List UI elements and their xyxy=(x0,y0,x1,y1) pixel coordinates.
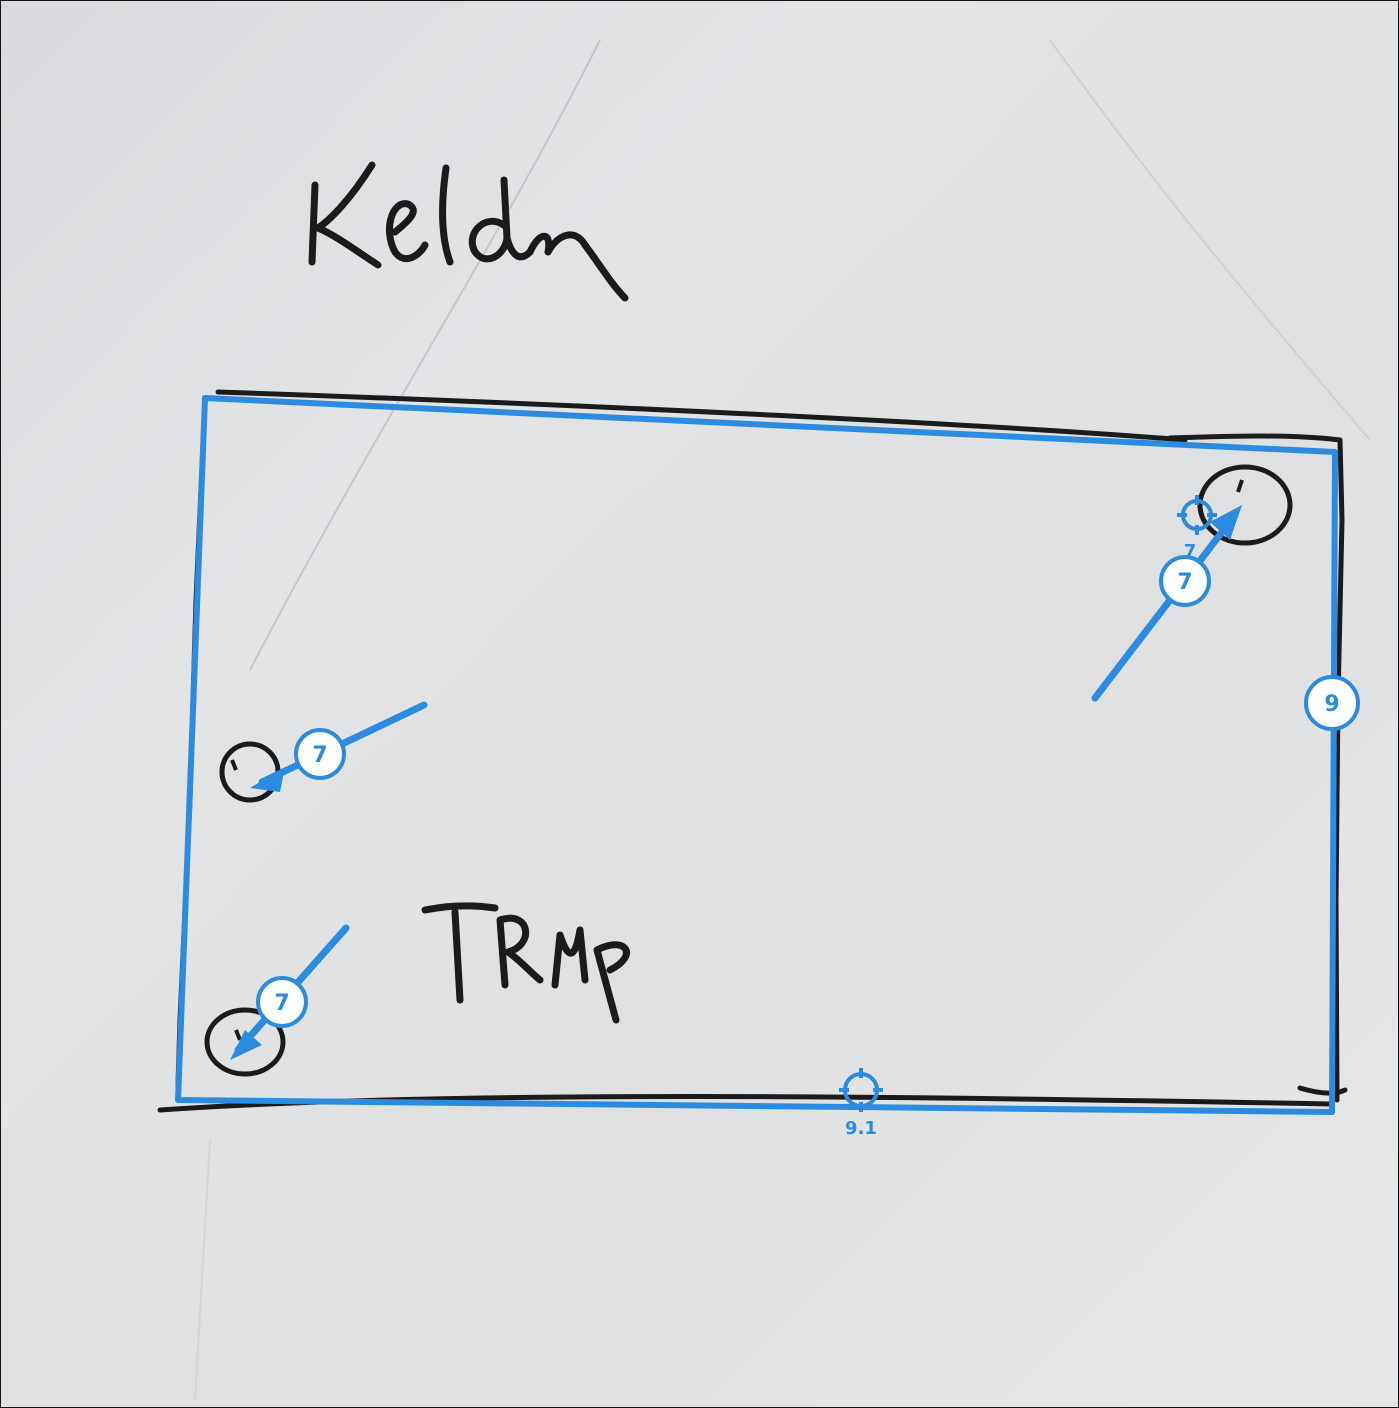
badge-right-edge: 9 xyxy=(1304,675,1360,731)
drawn-circles xyxy=(204,464,1293,1077)
handwritten-title xyxy=(308,161,629,302)
badge-left-middle: 7 xyxy=(294,728,346,780)
measured-rectangle-overlay xyxy=(175,395,1338,1115)
badge-left-bottom: 7 xyxy=(256,976,308,1028)
pencil-line xyxy=(249,39,601,671)
marker-bottom-edge xyxy=(839,1068,883,1112)
badge-left-middle-label: 7 xyxy=(312,743,327,768)
circle-left-middle xyxy=(219,741,281,803)
badge-right-edge-label: 9 xyxy=(1324,692,1339,717)
badge-left-bottom-label: 7 xyxy=(274,991,289,1016)
badge-top-right: 7 xyxy=(1159,555,1211,607)
marker-bottom-edge-label: 9.1 xyxy=(845,1118,877,1139)
arrow-top-right xyxy=(1091,511,1239,702)
pencil-line xyxy=(1049,39,1371,441)
annotation-arrows xyxy=(230,505,1242,1060)
circle-top-right xyxy=(1197,464,1293,546)
marker-top-right xyxy=(1177,495,1217,535)
pencil-line xyxy=(194,1139,211,1401)
circle-left-bottom xyxy=(204,1007,286,1077)
handwritten-room-label xyxy=(421,902,630,1024)
badge-top-right-label: 7 xyxy=(1177,570,1192,595)
